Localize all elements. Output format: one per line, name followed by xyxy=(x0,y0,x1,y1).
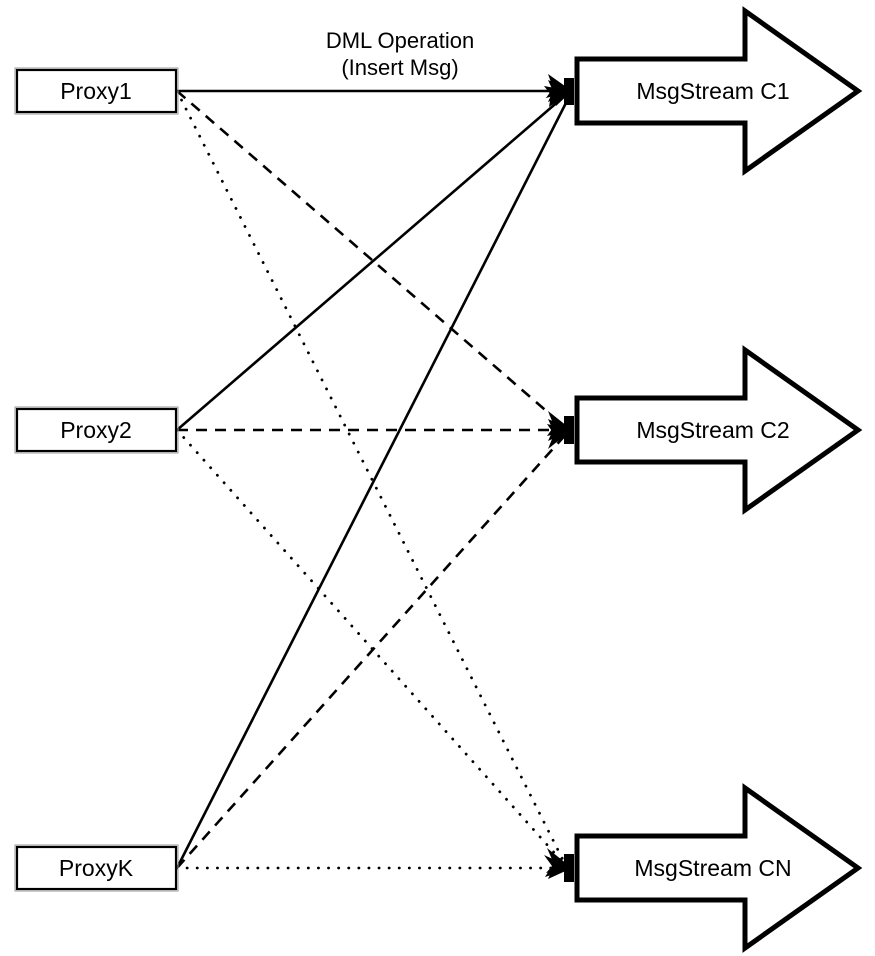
arrowhead-layer xyxy=(544,74,574,882)
link-proxyk-c1 xyxy=(175,94,572,869)
stream-layer: MsgStream C1 MsgStream C2 MsgStream CN xyxy=(574,6,863,953)
proxy-label-proxy2: Proxy2 xyxy=(60,417,132,443)
proxy-node-proxyk[interactable]: ProxyK xyxy=(14,844,179,892)
stream-label-c2: MsgStream C2 xyxy=(636,417,789,443)
stream-arrow-shape-c2 xyxy=(574,345,863,515)
edge-label-dml-operation: DML Operation (Insert Msg) xyxy=(326,28,474,80)
stream-node-c1[interactable]: MsgStream C1 xyxy=(574,6,863,176)
edge-label-line2: (Insert Msg) xyxy=(341,55,458,80)
proxy-node-proxy1[interactable]: Proxy1 xyxy=(14,67,179,115)
proxy-layer: Proxy1 Proxy2 ProxyK xyxy=(14,67,179,892)
stream-arrow-shape-cn xyxy=(574,783,863,953)
arrowhead-cluster-cn xyxy=(544,848,574,882)
proxy-label-proxy1: Proxy1 xyxy=(60,78,132,104)
proxy-node-proxy2[interactable]: Proxy2 xyxy=(14,406,179,454)
link-proxy2-c1 xyxy=(176,92,569,431)
stream-arrow-shape-c1 xyxy=(574,6,863,176)
arrowhead-cluster-c2 xyxy=(547,411,574,449)
link-proxy2-cn xyxy=(175,428,568,868)
arrowhead-cluster-c1 xyxy=(544,74,574,107)
link-proxy1-c2 xyxy=(176,90,567,429)
stream-node-c2[interactable]: MsgStream C2 xyxy=(574,345,863,515)
link-proxyk-c2 xyxy=(176,431,569,869)
edge-label-line1: DML Operation xyxy=(326,28,474,53)
stream-label-cn: MsgStream CN xyxy=(634,855,791,881)
proxy-label-proxyk: ProxyK xyxy=(59,855,134,881)
link-proxy1-cn xyxy=(175,89,568,868)
stream-node-cn[interactable]: MsgStream CN xyxy=(574,783,863,953)
link-layer xyxy=(175,89,572,870)
stream-label-c1: MsgStream C1 xyxy=(636,78,789,104)
